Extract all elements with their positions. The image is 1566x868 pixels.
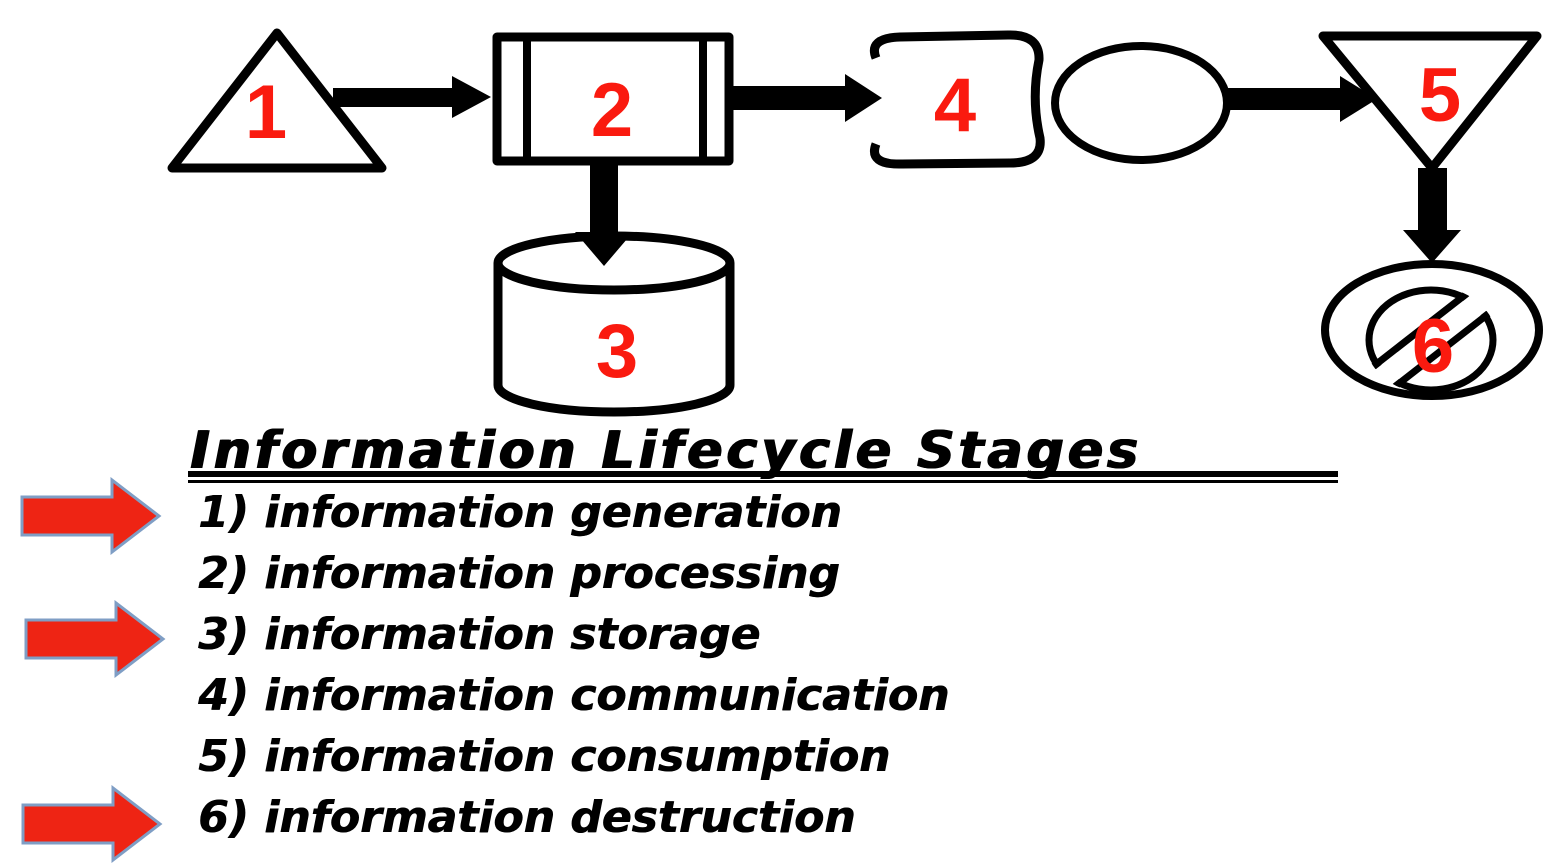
flow-arrow-4-to-5 [1227,76,1377,122]
highlight-arrow-item-6 [21,785,163,863]
stage-5-number: 5 [1419,53,1461,138]
stage-4-communication-node [870,30,1231,169]
legend-item-1: 1) information generation [198,487,842,538]
title-underline-thick [188,471,1338,477]
stage-1-number: 1 [245,70,287,155]
cylinder-body-shape [493,263,735,417]
triangle-shape [167,28,387,173]
highlight-arrow-item-1 [20,477,162,555]
legend-item-6: 6) information destruction [198,792,856,843]
flow-arrow-1-to-2 [333,76,491,118]
stage-2-processing-node [492,32,734,166]
lifecycle-flow-diagram: 1 2 3 4 5 6 [167,28,1543,417]
highlight-arrow-item-3 [24,600,166,678]
legend-list: 1) information generation 2) information… [198,482,949,848]
legend-item-3: 3) information storage [198,609,761,660]
legend-item-4: 4) information communication [198,670,950,721]
flow-arrow-2-to-3 [575,165,633,266]
communication-ellipse-shape [1051,42,1231,164]
flow-arrow-5-to-6 [1403,168,1461,263]
stage-6-destruction-node [1321,260,1543,400]
highlight-arrow-shape-1 [20,477,162,555]
destruction-inner-circle [1365,286,1497,394]
legend-item-5: 5) information consumption [198,731,891,782]
stage-5-consumption-node [1318,31,1542,173]
open-channel-shape [870,30,1045,169]
title-underline-thin [188,480,1338,483]
legend-item-2: 2) information processing [198,548,840,599]
highlight-arrow-shape-3 [24,600,166,678]
stage-3-number: 3 [596,309,638,394]
stage-4-number: 4 [934,63,976,148]
process-rect-shape [492,32,734,166]
flow-arrow-2-to-4 [733,74,882,122]
inverted-triangle-shape [1318,31,1542,173]
stage-6-number: 6 [1412,304,1454,389]
highlight-arrow-shape-6 [21,785,163,863]
stage-1-generation-node [167,28,387,173]
slash-gap [1365,286,1497,394]
stage-2-number: 2 [591,68,633,153]
